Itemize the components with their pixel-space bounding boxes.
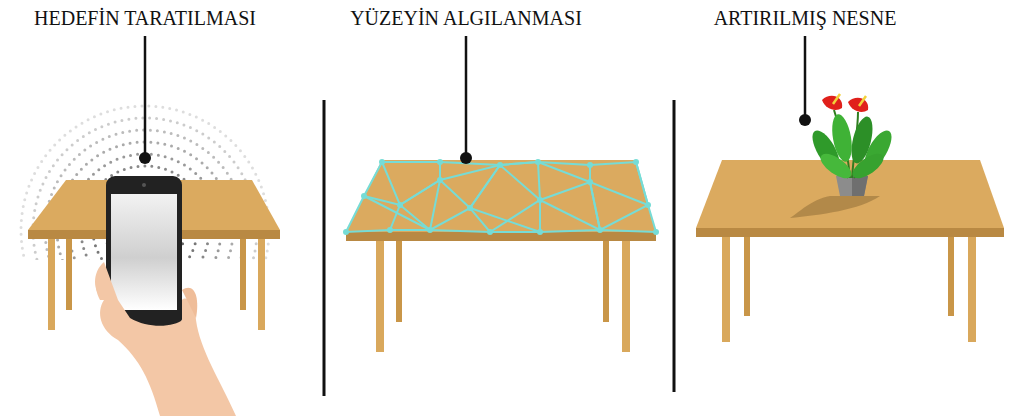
- callout-label: ARTIRILMIŞ NESNE: [712, 6, 899, 30]
- leader-dot: [139, 114, 811, 164]
- table: [28, 180, 280, 330]
- table: [696, 160, 1004, 342]
- mesh-points: [343, 159, 659, 235]
- phone-hand: [95, 176, 236, 416]
- divider: [323, 100, 326, 396]
- callout-label: YÜZEYİN ALGILANMASI: [348, 6, 584, 30]
- surface-mesh: [346, 162, 656, 232]
- divider: [673, 100, 676, 392]
- table: [346, 160, 656, 352]
- callout-label: HEDEFİN TARATILMASI: [32, 6, 258, 30]
- leader-line: [145, 36, 805, 158]
